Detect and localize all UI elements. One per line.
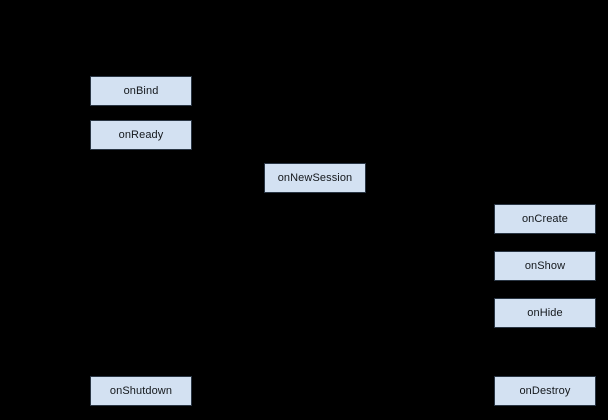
lifecycle-node-label: onNewSession xyxy=(277,171,353,184)
lifecycle-node-label: onShow xyxy=(524,259,566,272)
lifecycle-node-label: onCreate xyxy=(521,212,569,225)
lifecycle-node-label: onDestroy xyxy=(519,384,571,397)
lifecycle-node-on-ready[interactable]: onReady xyxy=(90,120,192,150)
lifecycle-node-on-shutdown[interactable]: onShutdown xyxy=(90,376,192,406)
lifecycle-node-label: onBind xyxy=(123,84,159,97)
lifecycle-node-on-create[interactable]: onCreate xyxy=(494,204,596,234)
lifecycle-node-label: onShutdown xyxy=(109,384,173,397)
lifecycle-node-on-bind[interactable]: onBind xyxy=(90,76,192,106)
lifecycle-node-label: onHide xyxy=(527,306,563,319)
lifecycle-node-on-destroy[interactable]: onDestroy xyxy=(494,376,596,406)
lifecycle-node-on-new-session[interactable]: onNewSession xyxy=(264,163,366,193)
lifecycle-node-on-show[interactable]: onShow xyxy=(494,251,596,281)
lifecycle-node-label: onReady xyxy=(118,128,164,141)
lifecycle-node-on-hide[interactable]: onHide xyxy=(494,298,596,328)
